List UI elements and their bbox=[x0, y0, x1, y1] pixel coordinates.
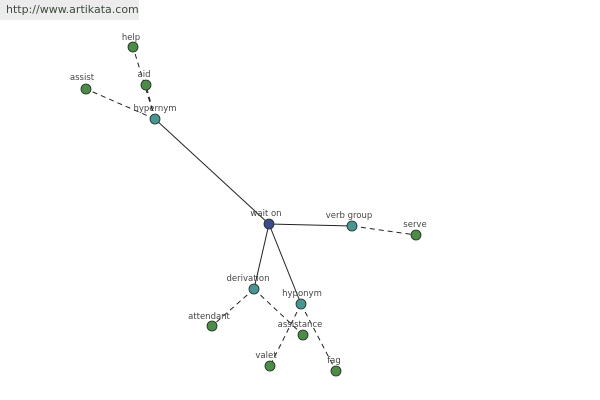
node-dot-serve[interactable] bbox=[410, 229, 422, 241]
edge-verb-group-to-serve bbox=[351, 225, 417, 236]
node-label-assist: assist bbox=[70, 73, 95, 83]
node-label-aid: aid bbox=[138, 70, 151, 80]
node-verb-group[interactable]: verb group bbox=[326, 211, 373, 232]
node-label-derivation: derivation bbox=[226, 274, 269, 284]
node-dot-fag[interactable] bbox=[330, 365, 342, 377]
edge-derivation-to-assistance bbox=[253, 288, 304, 336]
node-label-hypernym: hypernym bbox=[133, 104, 176, 114]
node-derivation[interactable]: derivation bbox=[226, 274, 270, 295]
graph-edges bbox=[85, 46, 417, 372]
node-wait-on[interactable]: wait on bbox=[250, 209, 282, 230]
edge-wait-on-to-derivation bbox=[253, 223, 270, 290]
node-attendant[interactable]: attendant bbox=[188, 312, 231, 332]
node-help[interactable]: help bbox=[122, 33, 140, 53]
node-label-fag: fag bbox=[327, 356, 341, 366]
node-dot-hyponym[interactable] bbox=[295, 298, 307, 310]
node-fag[interactable]: fag bbox=[327, 356, 342, 377]
edge-wait-on-to-hypernym bbox=[154, 118, 270, 225]
node-dot-assistance[interactable] bbox=[297, 329, 309, 341]
node-label-verb-group: verb group bbox=[326, 211, 373, 221]
edge-hypernym-to-assist bbox=[85, 88, 156, 120]
node-label-wait-on: wait on bbox=[250, 209, 281, 219]
node-dot-aid[interactable] bbox=[140, 79, 152, 91]
node-dot-assist[interactable] bbox=[80, 83, 92, 95]
node-label-serve: serve bbox=[403, 220, 426, 230]
node-label-help: help bbox=[122, 33, 140, 43]
node-dot-derivation[interactable] bbox=[248, 283, 260, 295]
node-label-assistance: assistance bbox=[278, 320, 323, 330]
edge-derivation-to-attendant bbox=[211, 288, 255, 327]
node-valet[interactable]: valet bbox=[255, 351, 277, 372]
node-dot-verb-group[interactable] bbox=[346, 220, 358, 232]
edge-wait-on-to-verb-group bbox=[268, 223, 353, 227]
node-serve[interactable]: serve bbox=[403, 220, 427, 241]
node-label-valet: valet bbox=[255, 351, 277, 361]
node-dot-valet[interactable] bbox=[264, 360, 276, 372]
node-assist[interactable]: assist bbox=[70, 73, 95, 95]
graph-nodes: wait on hypernym verb group derivation hypon… bbox=[70, 33, 427, 377]
edge-hyponym-to-fag bbox=[300, 303, 337, 372]
node-label-hyponym: hyponym bbox=[282, 289, 322, 299]
node-aid[interactable]: aid bbox=[138, 70, 152, 91]
edge-hyponym-to-valet bbox=[269, 303, 302, 367]
node-hypernym[interactable]: hypernym bbox=[133, 104, 177, 125]
node-dot-wait-on[interactable] bbox=[263, 218, 275, 230]
edge-hypernym-to-aid bbox=[145, 84, 156, 120]
node-assistance[interactable]: assistance bbox=[278, 320, 323, 341]
source-url-banner: http://www.artikata.com bbox=[0, 0, 139, 20]
node-hyponym[interactable]: hyponym bbox=[282, 289, 322, 310]
node-dot-help[interactable] bbox=[127, 41, 139, 53]
node-dot-attendant[interactable] bbox=[206, 320, 218, 332]
edge-wait-on-to-hyponym bbox=[268, 223, 302, 305]
node-dot-hypernym[interactable] bbox=[149, 113, 161, 125]
source-url-text[interactable]: http://www.artikata.com bbox=[6, 3, 139, 16]
node-label-attendant: attendant bbox=[188, 312, 230, 322]
